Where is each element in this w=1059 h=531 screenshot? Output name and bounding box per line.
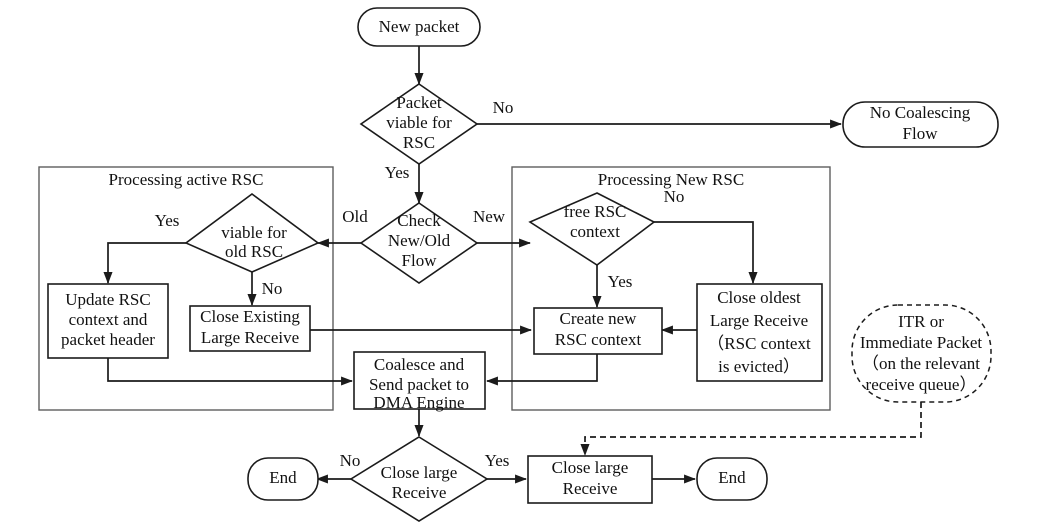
node-check-flow-line1: Check (397, 211, 441, 230)
node-packet-viable-line3: RSC (403, 133, 435, 152)
edge-label-old-yes: Yes (155, 211, 180, 230)
node-close-oldest-line4: is evicted） (718, 357, 800, 376)
node-no-coalescing-line2: Flow (903, 124, 939, 143)
edge-label-viable-no: No (493, 98, 514, 117)
node-close-large-decision-line2: Receive (392, 483, 447, 502)
node-close-existing-line2: Large Receive (201, 328, 299, 347)
group-active-label: Processing active RSC (109, 170, 264, 189)
node-close-large-decision-line1: Close large (381, 463, 458, 482)
edge-update-to-coalesce (107, 358, 353, 386)
edge-label-flow-old: Old (342, 207, 368, 226)
node-new-packet-label: New packet (379, 17, 460, 36)
node-itr-or-immediate-packet[interactable]: ITR or Immediate Packet （on the relevant… (851, 304, 992, 403)
node-new-packet[interactable]: New packet (357, 7, 481, 47)
node-end-left[interactable]: End (247, 457, 319, 501)
node-no-coalescing-line1: No Coalescing (870, 103, 971, 122)
node-close-large-receive-decision[interactable]: Close large Receive (349, 436, 489, 522)
node-viable-for-old-rsc[interactable]: viable for old RSC (184, 193, 320, 273)
node-close-oldest-line2: Large Receive (710, 311, 808, 330)
node-itr-line3: （on the relevant (862, 354, 980, 373)
node-close-oldest-line1: Close oldest (717, 288, 801, 307)
node-coalesce-line2: Send packet to (369, 375, 469, 394)
node-end-left-label: End (269, 468, 297, 487)
node-close-large-process-line1: Close large (552, 458, 629, 477)
node-update-line1: Update RSC (65, 290, 150, 309)
node-packet-viable-for-rsc[interactable]: Packet viable for RSC (359, 83, 479, 165)
node-packet-viable-line2: viable for (386, 113, 452, 132)
node-close-oldest-line3: （RSC context (707, 334, 811, 353)
edge-label-old-no: No (262, 279, 283, 298)
node-close-oldest-large-receive[interactable]: Close oldest Large Receive （RSC context … (696, 283, 823, 382)
node-free-ctx-line2: context (570, 222, 620, 241)
group-new-label: Processing New RSC (598, 170, 744, 189)
node-end-right-label: End (718, 468, 746, 487)
node-itr-line2: Immediate Packet (860, 333, 983, 352)
node-update-line3: packet header (61, 330, 155, 349)
node-update-line2: context and (69, 310, 148, 329)
node-check-flow-line3: Flow (402, 251, 438, 270)
node-update-rsc-context[interactable]: Update RSC context and packet header (47, 283, 169, 359)
node-create-new-rsc-context[interactable]: Create new RSC context (533, 307, 663, 355)
node-coalesce-send-dma[interactable]: Coalesce and Send packet to DMA Engine (353, 351, 486, 412)
node-coalesce-line3: DMA Engine (373, 393, 464, 412)
node-check-new-old-flow[interactable]: Check New/Old Flow (359, 202, 479, 284)
node-coalesce-line1: Coalesce and (374, 355, 465, 374)
node-viable-old-line1: viable for (221, 223, 287, 242)
group-processing-active-rsc: Processing active RSC (38, 166, 334, 411)
edge-viableold-yes-to-update (103, 242, 186, 284)
node-close-existing-line1: Close Existing (200, 307, 300, 326)
node-itr-line1: ITR or (898, 312, 944, 331)
node-create-ctx-line2: RSC context (555, 330, 642, 349)
node-check-flow-line2: New/Old (388, 231, 451, 250)
edge-label-free-yes: Yes (608, 272, 633, 291)
node-free-rsc-context[interactable]: free RSC context (528, 192, 656, 266)
edge-freectx-no-to-closeoldest (654, 221, 758, 284)
node-free-ctx-line1: free RSC (564, 202, 627, 221)
node-no-coalescing-flow[interactable]: No Coalescing Flow (842, 101, 999, 148)
node-close-large-receive-process[interactable]: Close large Receive (527, 455, 653, 504)
edge-label-close-yes: Yes (485, 451, 510, 470)
group-processing-new-rsc: Processing New RSC (511, 166, 831, 411)
node-create-ctx-line1: Create new (560, 309, 638, 328)
edge-itr-to-closeprocess-dashed (580, 402, 922, 456)
edge-label-close-no: No (340, 451, 361, 470)
node-packet-viable-line1: Packet (396, 93, 442, 112)
edge-label-viable-yes: Yes (385, 163, 410, 182)
node-close-large-process-line2: Receive (563, 479, 618, 498)
edge-label-free-no: No (664, 187, 685, 206)
node-end-right[interactable]: End (696, 457, 768, 501)
node-close-existing-large-receive[interactable]: Close Existing Large Receive (189, 305, 311, 352)
node-itr-line4: receive queue） (866, 375, 977, 394)
edge-createctx-to-coalesce (486, 353, 598, 386)
node-viable-old-line2: old RSC (225, 242, 283, 261)
edge-label-flow-new: New (473, 207, 506, 226)
